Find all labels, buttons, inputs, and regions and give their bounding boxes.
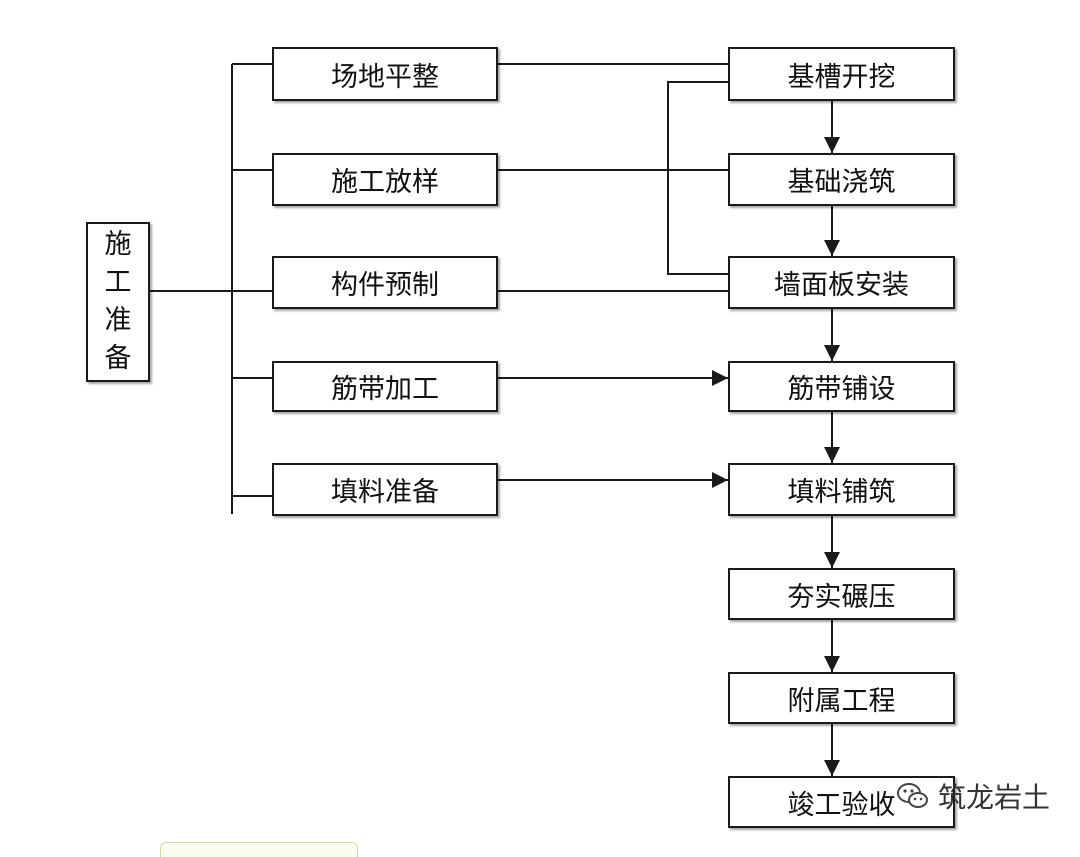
root-char: 备 [104,343,132,374]
watermark: 筑龙岩土 [896,776,1050,816]
node-trench-excavation: 基槽开挖 [728,47,955,101]
node-strip-processing: 筋带加工 [272,361,498,412]
node-construction-layout: 施工放样 [272,153,498,206]
node-fill-paving: 填料铺筑 [728,463,955,516]
node-ancillary-works: 附属工程 [728,672,955,724]
bottom-tab-strip [160,842,358,857]
node-component-precast: 构件预制 [272,256,498,309]
node-fill-preparation: 填料准备 [272,463,498,516]
root-node: 施 工 准 备 [86,222,150,382]
node-foundation-pouring: 基础浇筑 [728,153,955,206]
bracket-line [667,81,728,275]
root-char: 工 [104,267,132,298]
watermark-text: 筑龙岩土 [938,781,1051,814]
node-panel-installation: 墙面板安装 [728,256,955,309]
wechat-icon [897,783,928,808]
root-char: 准 [104,305,132,336]
node-compaction: 夯实碾压 [728,568,955,620]
node-strip-laying: 筋带铺设 [728,361,955,412]
root-char: 施 [104,229,132,260]
node-site-leveling: 场地平整 [272,47,498,101]
